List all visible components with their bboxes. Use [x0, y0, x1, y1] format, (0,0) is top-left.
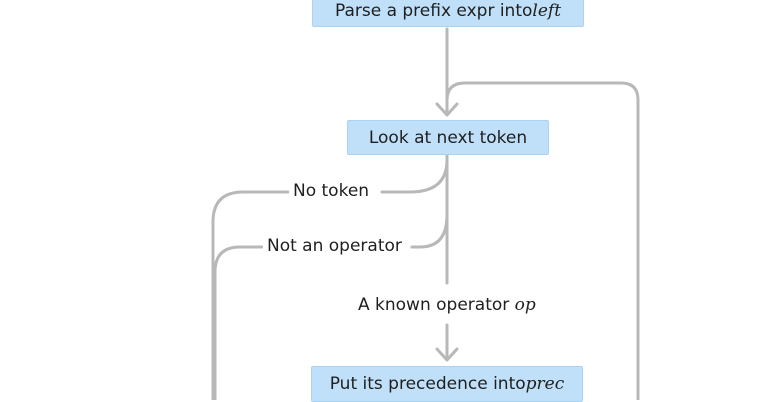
edge-not-operator	[410, 213, 449, 249]
node-parse-prefix: Parse a prefix expr into left	[312, 0, 584, 27]
edge-label-known-operator: A known operator op	[354, 295, 540, 315]
node-put-precedence-text: Put its precedence into	[329, 374, 526, 394]
node-parse-prefix-text: Parse a prefix expr into	[334, 0, 533, 21]
node-look-next-token: Look at next token	[347, 120, 549, 155]
node-put-precedence: Put its precedence into prec	[311, 366, 583, 402]
edge-not-operator-left	[213, 245, 264, 400]
arrowhead-put-precedence	[435, 347, 459, 362]
edge-label-no-token-text: No token	[293, 181, 370, 201]
edge-label-known-operator-text: A known operator	[358, 295, 515, 315]
edge-no-token-left	[211, 190, 290, 400]
node-parse-prefix-var: left	[532, 0, 562, 21]
edge-no-token	[380, 158, 449, 194]
edge-label-known-operator-var: op	[514, 295, 536, 315]
node-put-precedence-var: prec	[525, 374, 565, 394]
edge-loop-back	[445, 81, 640, 400]
edge-label-not-operator-text: Not an operator	[267, 236, 402, 256]
edge-label-not-operator: Not an operator	[263, 236, 406, 256]
edge-label-no-token: No token	[289, 181, 374, 201]
node-look-next-token-text: Look at next token	[368, 127, 528, 148]
